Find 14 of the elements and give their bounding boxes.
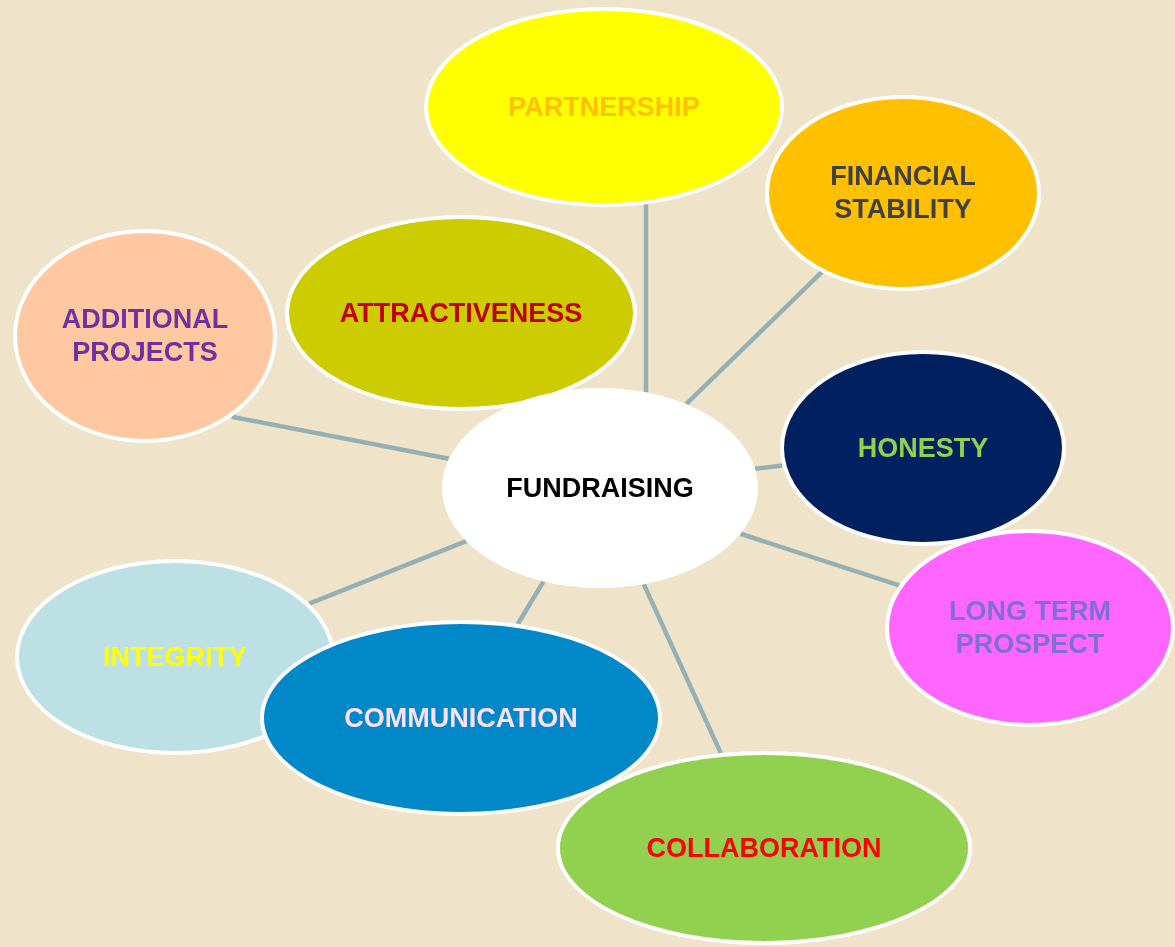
connector-line xyxy=(684,270,824,406)
node-label: INTEGRITY xyxy=(103,640,247,674)
connector-line xyxy=(308,539,468,606)
connector-line xyxy=(754,463,783,472)
node-label: FINANCIAL STABILITY xyxy=(829,160,977,226)
node-label: ATTRACTIVENESS xyxy=(339,296,583,330)
connector-line xyxy=(231,414,450,461)
node-label: COMMUNICATION xyxy=(344,701,578,735)
node-label: PARTNERSHIP xyxy=(508,90,700,124)
node-label: COLLABORATION xyxy=(646,831,882,865)
node-label: LONG TERM PROSPECT xyxy=(948,595,1112,661)
node-label: FUNDRAISING xyxy=(506,471,694,505)
node-label: ADDITIONAL PROJECTS xyxy=(60,303,230,369)
node-label: HONESTY xyxy=(857,431,989,465)
